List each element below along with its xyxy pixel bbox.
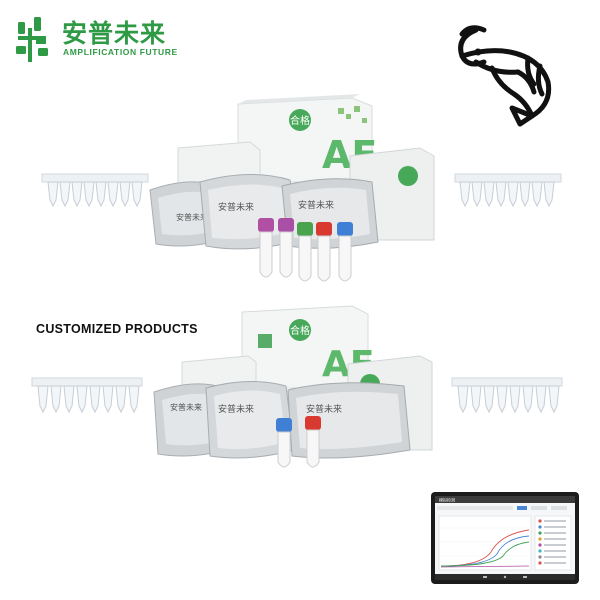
reagent-tube <box>305 416 321 468</box>
reagent-tube <box>278 218 294 278</box>
brand-name-cn: 安普未来 <box>62 19 167 48</box>
brand-logo-icon <box>16 17 48 62</box>
box-stamp: 合格 <box>290 114 310 127</box>
reagent-tube <box>337 222 353 282</box>
reagent-tube <box>316 222 332 282</box>
pcr-tube-strip-left <box>41 173 149 208</box>
tablet-title: 模拟检测 <box>439 497 455 503</box>
section-heading: CUSTOMIZED PRODUCTS <box>36 322 198 336</box>
product-group-2: 合格 AF 安普未来 安普未来 安普未来 <box>31 305 563 468</box>
brand-name-en: AMPLIFICATION FUTURE <box>63 47 178 57</box>
shrimp-icon <box>458 25 552 127</box>
svg-text:安普未来: 安普未来 <box>298 199 334 211</box>
brand-logo: 安普未来 AMPLIFICATION FUTURE <box>12 14 177 66</box>
svg-text:安普未来: 安普未来 <box>170 402 202 412</box>
svg-text:安普未来: 安普未来 <box>306 403 342 415</box>
product-group-1: 合格 AF 安普未来 安普未来 安普未来 <box>41 94 562 282</box>
sample-list <box>534 515 572 571</box>
reagent-tube <box>258 218 274 278</box>
reagent-tube <box>297 222 313 282</box>
amplification-chart <box>438 515 532 571</box>
pcr-tube-strip-right <box>451 377 563 414</box>
reagent-tube <box>276 418 292 468</box>
svg-text:安普未来: 安普未来 <box>176 212 208 222</box>
pcr-tube-strip-left <box>31 377 143 414</box>
svg-text:安普未来: 安普未来 <box>218 201 254 213</box>
pcr-tube-strip-right <box>454 173 562 208</box>
svg-text:安普未来: 安普未来 <box>218 403 254 415</box>
foil-pouch: 安普未来 <box>205 381 295 459</box>
svg-text:合格: 合格 <box>290 324 310 337</box>
qpcr-tablet: 模拟检测 <box>431 492 579 584</box>
